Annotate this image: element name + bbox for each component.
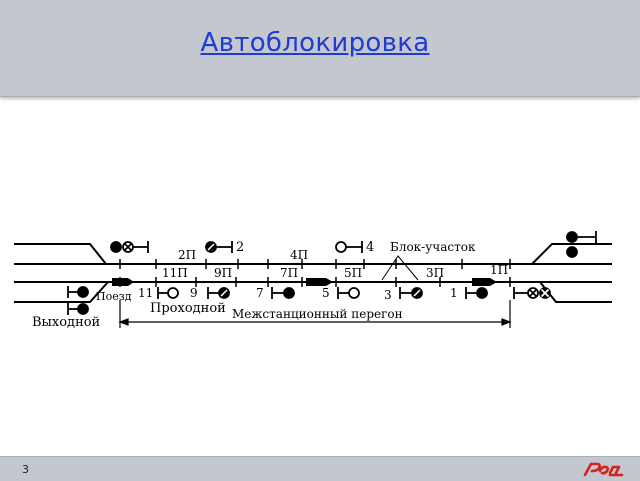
slide-title: Автоблокировка <box>200 28 430 58</box>
label-signal-7: 7 <box>256 286 264 300</box>
label-intermediate: Проходной <box>150 301 226 316</box>
signal-9-lamp <box>218 287 230 299</box>
trains <box>112 278 497 286</box>
signal-4-lamp <box>335 241 347 253</box>
upper-signals <box>110 231 597 258</box>
label-exit: Выходной <box>32 315 100 330</box>
slide-header: Автоблокировка <box>0 0 640 97</box>
signal-lamp-dark <box>110 241 122 253</box>
label-signal-2: 2 <box>236 240 244 255</box>
label-4p: 4П <box>290 248 308 262</box>
signal-1-lamp <box>476 287 488 299</box>
signal-2-lamp <box>205 241 217 253</box>
page-number: 3 <box>22 463 29 476</box>
exit-signal-lamp <box>77 286 89 298</box>
slide-footer: 3 <box>0 456 640 481</box>
signal-lamp-crossed <box>122 241 134 253</box>
diagram-labels: 2 4 Блок-участок 2П 4П 1П 11П 9П 7П 5П 3… <box>32 240 508 330</box>
train-right <box>472 278 497 286</box>
label-signal-1: 1 <box>450 286 458 300</box>
signal-lamp-crossed-dark <box>539 287 551 299</box>
label-signal-3: 3 <box>384 288 392 302</box>
right-upper-siding <box>531 243 612 265</box>
label-11p: 11П <box>162 266 188 280</box>
label-3p: 3П <box>426 266 444 280</box>
label-signal-4: 4 <box>366 240 374 255</box>
label-9p: 9П <box>214 266 232 280</box>
label-train: Поезд <box>96 290 132 303</box>
left-lower-siding <box>14 281 109 303</box>
train-middle <box>306 278 333 286</box>
lower-signals <box>67 286 551 315</box>
interstation-dimension <box>118 300 512 328</box>
left-upper-siding <box>14 243 107 265</box>
label-5p: 5П <box>344 266 362 280</box>
signal-right-lower-lamp <box>566 246 578 258</box>
label-interstation: Межстанционный перегон <box>232 307 403 321</box>
exit-signal-lower-lamp <box>77 303 89 315</box>
signal-7-lamp <box>283 287 295 299</box>
insulating-joints <box>119 259 511 287</box>
signal-right-upper-lamp <box>566 231 578 243</box>
label-signal-5: 5 <box>322 286 330 300</box>
label-block-section: Блок-участок <box>390 240 476 254</box>
label-signal-11: 11 <box>138 286 153 300</box>
signal-3-lamp <box>411 287 423 299</box>
block-section-pointer <box>381 255 419 281</box>
signal-11-lamp <box>167 287 179 299</box>
label-signal-9: 9 <box>190 286 198 300</box>
signal-lamp-crossed <box>527 287 539 299</box>
label-2p: 2П <box>178 248 196 262</box>
label-1p: 1П <box>490 263 508 277</box>
rzd-logo <box>583 462 624 477</box>
label-7p: 7П <box>280 266 298 280</box>
signal-5-lamp <box>348 287 360 299</box>
train-left <box>112 278 134 286</box>
